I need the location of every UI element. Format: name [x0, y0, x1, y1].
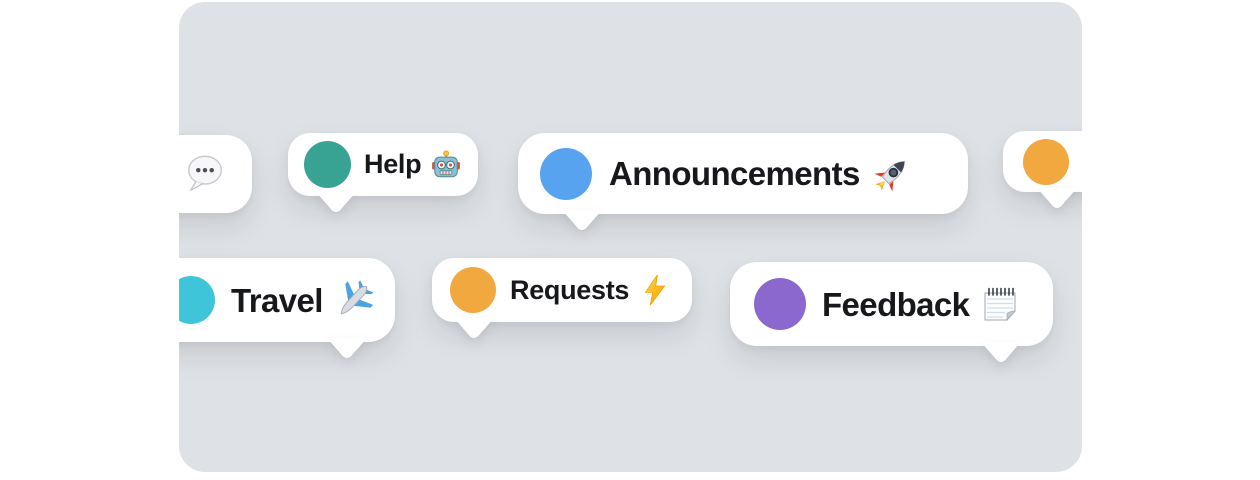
channel-bubble-travel[interactable]: Travel — [179, 258, 395, 358]
channel-bubble-help[interactable]: Help — [288, 133, 478, 212]
bubble-tail — [562, 210, 602, 236]
airplane-icon — [333, 279, 375, 321]
bubble-tail — [316, 192, 356, 218]
channel-label: Help — [364, 149, 422, 179]
channel-color-dot — [540, 147, 592, 200]
speech-balloon-icon — [182, 151, 228, 197]
channel-color-dot — [304, 141, 351, 188]
channel-bubble-feedback[interactable]: Feedback — [730, 262, 1053, 362]
channel-bubble-orange-partial[interactable] — [1003, 131, 1082, 208]
channel-label: Travel — [231, 281, 323, 319]
channel-color-dot — [754, 278, 806, 330]
channel-bubble-announcements[interactable]: Announcements — [518, 133, 968, 230]
channel-bubble-chat-partial[interactable] — [179, 135, 252, 213]
bubble-tail — [1037, 188, 1077, 214]
channel-color-dot — [1023, 138, 1069, 185]
rocket-icon — [872, 154, 912, 194]
lightning-icon — [641, 274, 669, 306]
channel-label: Requests — [510, 274, 630, 305]
robot-icon — [431, 150, 461, 180]
bubble-tail — [454, 318, 494, 344]
gray-panel: Help — [179, 2, 1082, 472]
channel-label: Feedback — [822, 285, 970, 323]
bubble-tail — [981, 342, 1021, 368]
notepad-icon — [980, 284, 1020, 324]
bubble-tail — [327, 338, 367, 364]
channel-label: Announcements — [609, 155, 860, 192]
channel-color-dot — [450, 267, 496, 313]
channel-bubble-requests[interactable]: Requests — [432, 258, 692, 338]
channel-color-dot — [179, 276, 215, 324]
